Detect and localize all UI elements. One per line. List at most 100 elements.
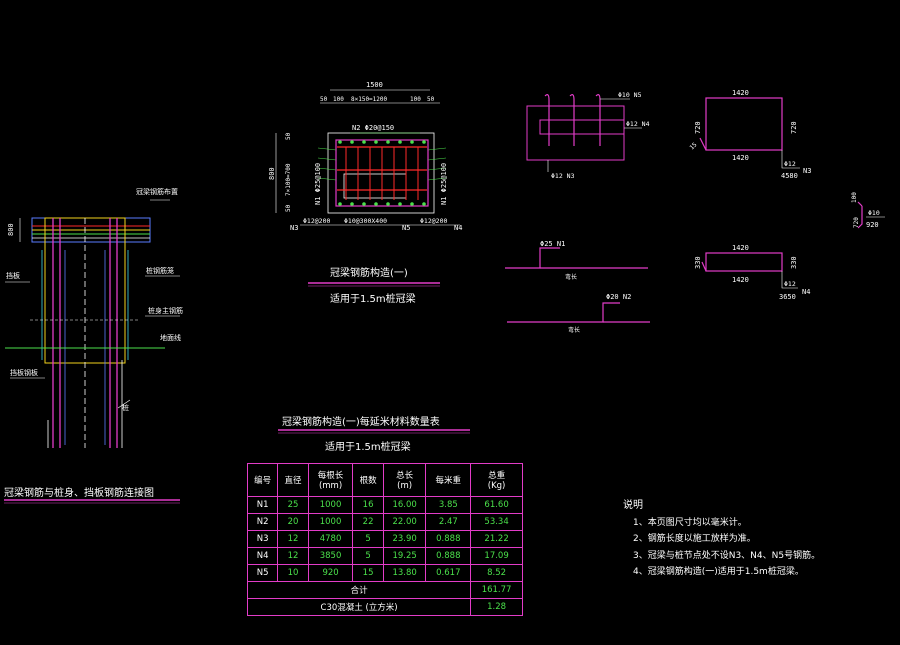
side-leaders <box>317 147 447 181</box>
label-retaining-board: 挡板钢板 <box>10 368 38 377</box>
rebar-dot <box>374 202 378 206</box>
dim-left-edge: 50 <box>320 96 328 103</box>
rebar-dot <box>362 140 366 144</box>
cell-diameter: 25 <box>277 496 309 514</box>
stirrup-n3-shape <box>705 97 783 151</box>
label-beam-rebar: 冠梁钢筋布置 <box>136 187 178 196</box>
dim-total-text: 1500 <box>366 81 383 89</box>
cell-count: 15 <box>352 564 384 582</box>
n4-left-dim: 330 <box>694 256 702 269</box>
n4-mini-stirrup <box>539 119 625 135</box>
table-header-row: 编号 直径 每根长 (mm) 根数 总长 (m) 每米重 总重 (Kg) <box>246 463 523 497</box>
dim-height-inner: 7×100=700 <box>285 163 292 196</box>
table-row: N4 12 3850 5 19.25 0.888 17.09 <box>246 547 523 565</box>
n4-label: Φ12 N4 <box>626 120 650 128</box>
table-concrete-row: C30混凝土 (立方米) 1.28 <box>246 598 523 616</box>
cell-length: 920 <box>307 564 354 582</box>
header-cell: 每根长 (mm) <box>307 463 354 497</box>
leader-line <box>781 150 800 169</box>
header-cell: 直径 <box>277 463 309 497</box>
n3-bottom-dim: 1420 <box>732 154 749 162</box>
header-cell: 每米重 <box>425 463 472 497</box>
header-cell: 总重 (Kg) <box>470 463 523 497</box>
tie-n5-hook <box>857 201 863 207</box>
bar-shapes: Φ10 N5 Φ12 N4 Φ12 N3 Φ25 N1 弯长 Φ20 N2 弯长… <box>505 89 885 334</box>
n4-top-dim: 1420 <box>732 244 749 252</box>
dim-top-text: 50 <box>285 132 292 140</box>
label-n4: N4 <box>454 224 462 232</box>
leader-line <box>427 167 447 171</box>
cell-total-length: 22.00 <box>382 513 427 531</box>
label-n5: N5 <box>402 224 410 232</box>
stirrup-hook <box>699 137 707 151</box>
rebar-dot <box>338 140 342 144</box>
rebar-dot <box>350 202 354 206</box>
cell-total-length: 13.80 <box>382 564 427 582</box>
cell-id: N3 <box>246 530 279 548</box>
bar-n1-shape <box>505 247 560 269</box>
cell-diameter: 12 <box>277 547 309 565</box>
n4-right-dim: 330 <box>790 256 798 269</box>
cell-total-weight: 61.60 <box>470 496 523 514</box>
cell-total-weight: 17.09 <box>470 547 523 565</box>
label-bottom-left: Φ12@200 <box>303 217 330 225</box>
label-pile: 桩 <box>122 403 129 412</box>
cell-unit-weight: 0.617 <box>425 564 472 582</box>
n5-bar: Φ10 <box>868 209 880 217</box>
rebar-dot <box>410 140 414 144</box>
n3-right-dim: 720 <box>790 121 798 134</box>
cell-id: N2 <box>246 513 279 531</box>
n5-side-dim: 100 <box>851 192 858 203</box>
rebar-dot <box>362 202 366 206</box>
dim-height-text: 800 <box>7 223 15 236</box>
rebar-dot <box>374 140 378 144</box>
stirrup-n4-shape <box>705 252 783 272</box>
table-row: N5 10 920 15 13.80 0.617 8.52 <box>246 564 523 582</box>
leader-line <box>317 147 337 151</box>
cell-length: 3850 <box>307 547 354 565</box>
label-right-side: N1 Φ25@100 <box>440 163 448 205</box>
tie-n5-shape <box>857 206 863 229</box>
concrete-value: 1.28 <box>470 598 523 616</box>
leader-line <box>427 177 447 181</box>
leader-line <box>317 167 337 171</box>
leader-line <box>427 147 447 151</box>
dim-right-edge: 50 <box>427 96 435 103</box>
header-cell: 编号 <box>246 463 279 497</box>
rebar-dot <box>422 202 426 206</box>
n5-total: 920 <box>866 221 879 229</box>
n5-label: Φ10 N5 <box>618 91 642 99</box>
cell-diameter: 12 <box>277 530 309 548</box>
cell-total-weight: 8.52 <box>470 564 523 582</box>
n3-top-dim: 1420 <box>732 89 749 97</box>
cell-unit-weight: 2.47 <box>425 513 472 531</box>
cell-count: 5 <box>352 547 384 565</box>
cell-total-length: 16.00 <box>382 496 427 514</box>
leader-line <box>427 157 447 161</box>
bar-n2-shape <box>507 302 620 323</box>
stirrup-n3 <box>335 139 429 207</box>
table-sum-row: 合计 161.77 <box>246 581 523 599</box>
n3-mini-stirrup <box>526 105 625 161</box>
label-pile-main: 桩身主钢筋 <box>148 306 183 315</box>
cell-unit-weight: 0.888 <box>425 530 472 548</box>
material-quantity-table: 编号 直径 每根长 (mm) 根数 总长 (m) 每米重 总重 (Kg) N1 … <box>246 463 523 616</box>
cell-length: 4780 <box>307 530 354 548</box>
rebar-dot <box>422 140 426 144</box>
rebar-dot <box>386 202 390 206</box>
left-connection-detail: 800 冠梁钢筋布置 桩钢筋笼 桩身主钢筋 地面线 挡板 挡板钢板 桩 冠梁钢筋… <box>4 187 183 504</box>
table-title-block: 冠梁钢筋构造(一)每延米材料数量表 适用于1.5m桩冠梁 <box>278 415 470 453</box>
label-n3: N3 <box>290 224 298 232</box>
section-title: 冠梁钢筋构造(一) <box>330 266 408 279</box>
table-row: N3 12 4780 5 23.90 0.888 21.22 <box>246 530 523 548</box>
cell-count: 5 <box>352 530 384 548</box>
label-left-side: N1 Φ25@100 <box>314 163 322 205</box>
table-row: N2 20 1000 22 22.00 2.47 53.34 <box>246 513 523 531</box>
rebar-dot <box>338 202 342 206</box>
sum-label: 合计 <box>246 581 472 599</box>
n4-bar: Φ12 <box>784 280 796 288</box>
table-row: N1 25 1000 16 16.00 3.85 61.60 <box>246 496 523 514</box>
note-item: 4、冠梁钢筋构造(一)适用于1.5m桩冠梁。 <box>633 567 804 577</box>
n4-name: N4 <box>802 288 810 296</box>
